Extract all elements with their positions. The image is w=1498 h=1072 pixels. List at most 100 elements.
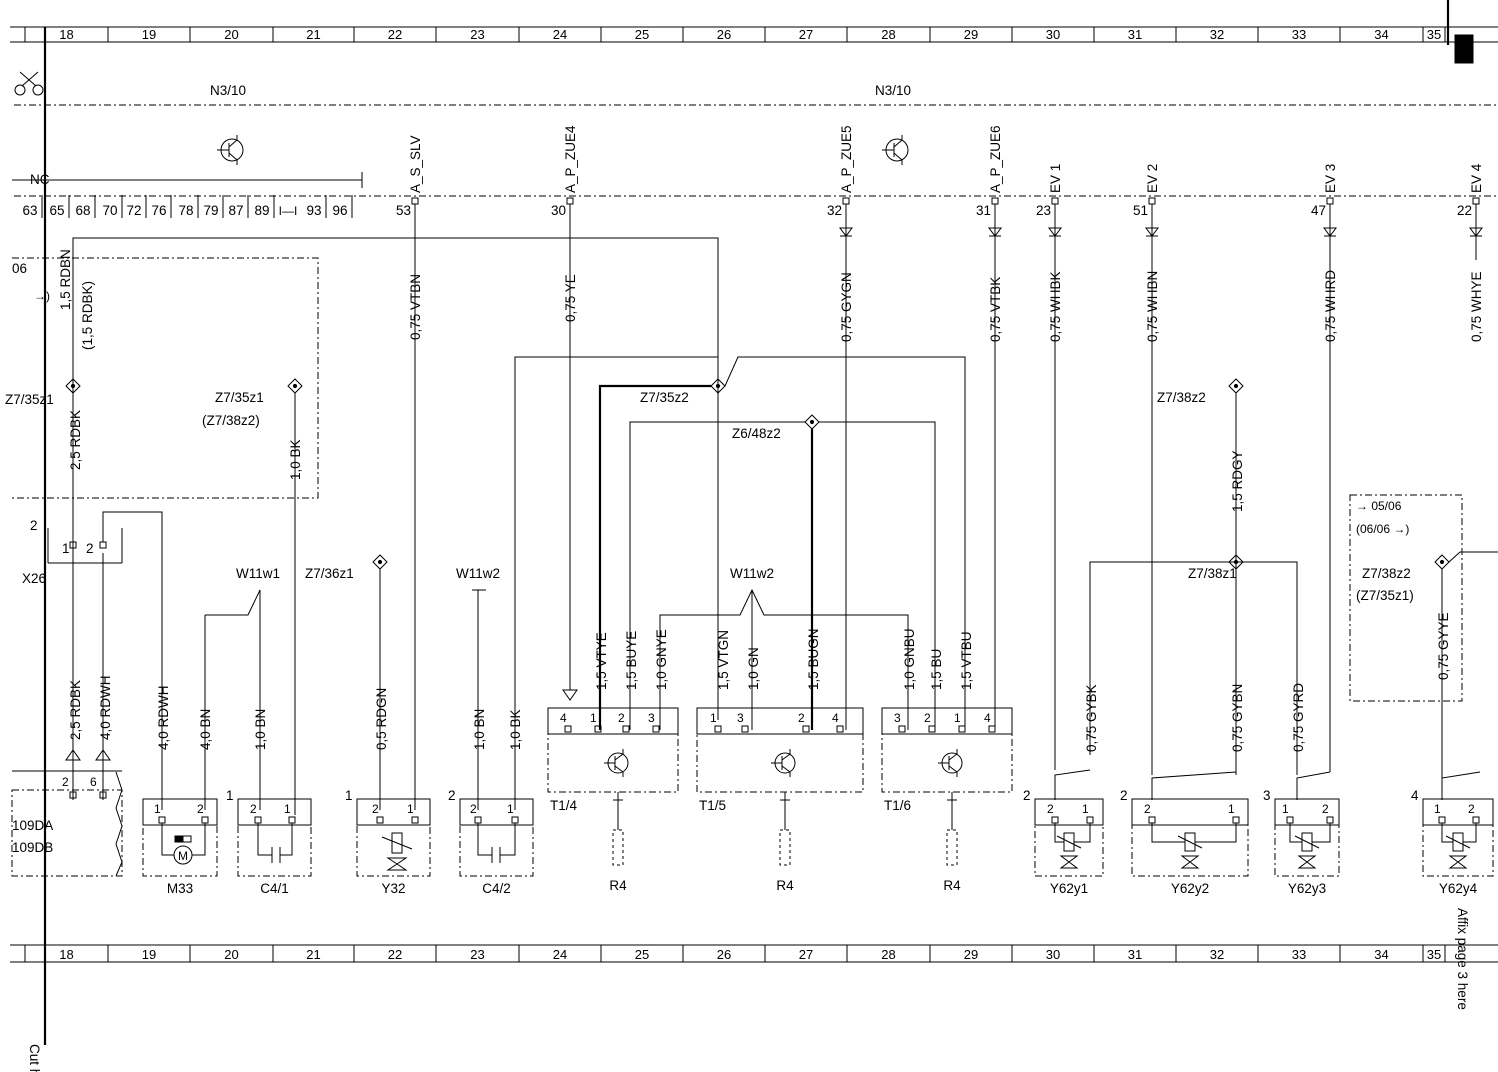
- wire-label: 1,0 BK: [508, 709, 523, 750]
- column-number-bottom: 27: [799, 947, 813, 962]
- signal-name: EV 2: [1145, 164, 1160, 193]
- spark-plug: [779, 829, 791, 866]
- pin-number: 70: [102, 203, 117, 218]
- arrow-icon: [1145, 227, 1159, 237]
- column-number-top: 30: [1046, 27, 1060, 42]
- splice-label: Z7/35z1: [215, 390, 264, 405]
- pin-socket: [376, 816, 384, 824]
- pin-number: 2: [250, 802, 257, 816]
- signal-pin: 51: [1133, 203, 1148, 218]
- pin-number: 4: [832, 711, 839, 725]
- ref-label: → 05/06: [1356, 499, 1402, 513]
- valve-icon: [386, 857, 408, 871]
- coil-body: [881, 733, 1013, 793]
- transistor-emitter: [228, 152, 238, 161]
- splice-icon: [715, 383, 721, 389]
- pin-number: 89: [254, 203, 269, 218]
- signal-pin: 47: [1311, 203, 1326, 218]
- spark-plug: [612, 829, 624, 866]
- component-body: [1034, 824, 1104, 877]
- wire: [257, 823, 272, 856]
- coil-connector: [881, 707, 1013, 735]
- wire: [72, 237, 719, 720]
- signal-pin: 31: [976, 203, 991, 218]
- pin-number: 2: [1047, 802, 1054, 816]
- signal-name: EV 1: [1048, 164, 1063, 193]
- valve-icon: [1448, 855, 1468, 869]
- wire-label: (1,5 RDBK): [80, 281, 95, 350]
- splice-label: (Z7/35z1): [1356, 588, 1414, 603]
- splice-icon: [377, 559, 383, 565]
- pin-socket: [836, 725, 844, 733]
- column-number-top: 35: [1427, 27, 1441, 42]
- column-number-bottom: 22: [388, 947, 402, 962]
- column-number-bottom: 18: [59, 947, 73, 962]
- arrow-icon: [1323, 227, 1337, 237]
- motor-icon: [182, 835, 192, 843]
- signal-pin: 53: [396, 203, 411, 218]
- component-name: 109DA: [12, 818, 53, 833]
- pin-number: 79: [203, 203, 218, 218]
- valve-icon: [1297, 855, 1317, 869]
- pin-number: 2: [924, 711, 931, 725]
- component-body: [1422, 824, 1494, 877]
- wire: [1448, 551, 1498, 563]
- splice-label: Z7/38z2: [1362, 566, 1411, 581]
- pin-socket: [1472, 197, 1480, 205]
- splice-label: Z7/35z2: [640, 390, 689, 405]
- transistor-icon: [604, 749, 629, 777]
- wire: [1441, 771, 1481, 800]
- component-body: [356, 824, 431, 877]
- valve-icon: [1180, 855, 1200, 869]
- splice-label: Z7/38z1: [1188, 566, 1237, 581]
- wire: [477, 823, 492, 856]
- pin-socket: [69, 541, 77, 549]
- ref-arrow: →): [34, 289, 50, 303]
- splice-icon: [1228, 554, 1244, 570]
- wire: [1289, 823, 1302, 843]
- column-number-bottom: 31: [1128, 947, 1142, 962]
- pin-socket: [1051, 197, 1059, 205]
- pin-socket: [1086, 816, 1094, 824]
- side-pin: 1: [345, 788, 353, 803]
- pin-number: 3: [648, 711, 655, 725]
- side-pin: 2: [1120, 788, 1128, 803]
- motor-icon: [174, 835, 184, 843]
- column-number-bottom: 30: [1046, 947, 1060, 962]
- column-number-top: 34: [1374, 27, 1388, 42]
- wire-label: 1,0 BN: [472, 709, 487, 750]
- connector-pin: 1: [62, 541, 70, 556]
- column-number-top: 21: [306, 27, 320, 42]
- pin-number: 2: [470, 802, 477, 816]
- wire: [1312, 823, 1331, 843]
- pin-socket: [1148, 197, 1156, 205]
- wire: [629, 421, 805, 730]
- pin-number: 1: [284, 802, 291, 816]
- wire-label: 0,75 GYBK: [1084, 684, 1099, 752]
- component-name: C4/2: [482, 881, 511, 896]
- pin-socket: [411, 197, 419, 205]
- wire-label: 1,5 VTYE: [594, 632, 609, 690]
- signal-name: A_P_ZUE4: [563, 125, 578, 193]
- pin-number: 76: [151, 203, 166, 218]
- wire-label: 1,0 BN: [253, 709, 268, 750]
- splice-icon: [710, 378, 726, 394]
- pin-socket: [928, 725, 936, 733]
- transistor-emitter: [893, 152, 903, 161]
- pin-socket: [802, 725, 810, 733]
- pin-number: 1: [1082, 802, 1089, 816]
- pin-number: 1: [710, 711, 717, 725]
- signal-name: EV 3: [1323, 164, 1338, 193]
- wire: [192, 823, 206, 856]
- transistor-emitter: [948, 765, 958, 773]
- wire: [1089, 561, 1298, 775]
- pin-socket: [1326, 197, 1334, 205]
- coil-connector: [696, 707, 864, 735]
- valve-icon: [1059, 855, 1079, 869]
- column-number-bottom: 24: [553, 947, 567, 962]
- wire: [1074, 823, 1091, 843]
- group-boundary: [12, 257, 319, 499]
- column-number-top: 19: [142, 27, 156, 42]
- component-name: T1/4: [550, 798, 578, 813]
